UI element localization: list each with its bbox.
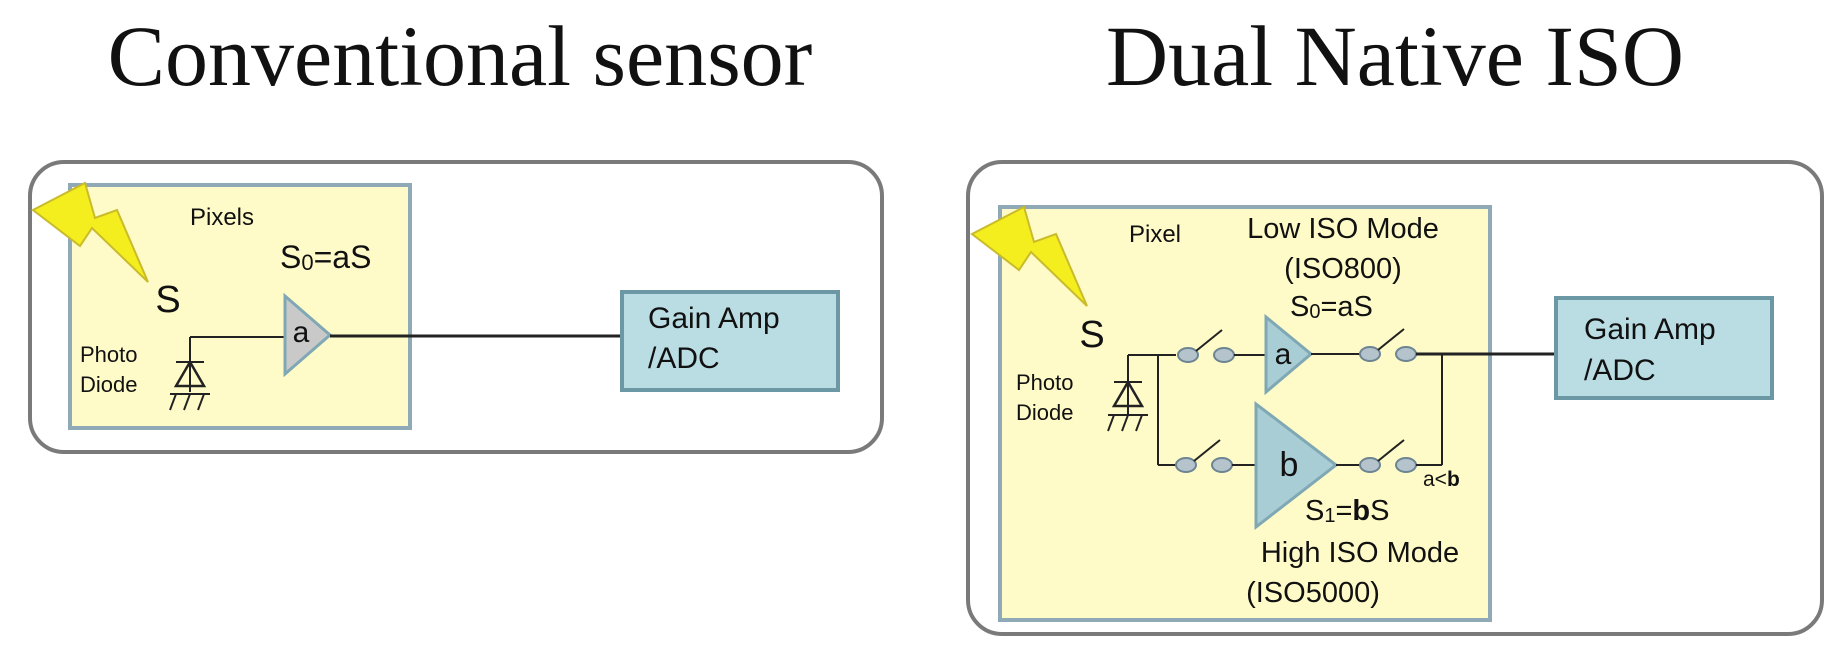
- left-photodiode-icon: [169, 337, 210, 411]
- right-gain-label-2: /ADC: [1584, 354, 1656, 387]
- right-s0-suffix: =aS: [1320, 291, 1372, 323]
- right-compare-b: b: [1447, 468, 1460, 491]
- right-pixel-box: [998, 205, 1492, 622]
- right-gain-amp-box: [1554, 296, 1774, 400]
- left-pixel-box: [68, 183, 412, 430]
- right-compare-label: a<b: [1423, 468, 1460, 491]
- right-gain-label-1: Gain Amp: [1584, 313, 1716, 346]
- right-high-mode-label-2: (ISO5000): [1246, 577, 1380, 609]
- left-s0-suffix: =aS: [314, 239, 372, 275]
- left-s0-sub: 0: [301, 250, 313, 275]
- right-s0-s: S: [1290, 291, 1309, 323]
- right-compare-a: a<: [1423, 468, 1447, 491]
- left-amp-a-label: a: [293, 316, 310, 349]
- right-light-bolt-icon: [970, 205, 1088, 307]
- left-s0-s: S: [280, 239, 301, 275]
- left-photodiode-label-2: Diode: [80, 372, 137, 397]
- right-amp-a-label: a: [1275, 338, 1292, 371]
- right-pixel-label: Pixel: [1129, 221, 1181, 248]
- right-s1-equation: S1=bS: [1305, 495, 1389, 527]
- left-gain-amp-box: [620, 290, 840, 392]
- right-s1-suffix: S: [1370, 495, 1389, 527]
- right-s0-sub: 0: [1309, 301, 1320, 323]
- left-photodiode-label-1: Photo: [80, 342, 138, 367]
- right-title: Dual Native ISO: [1106, 8, 1684, 104]
- right-high-iso-switch-1-icon: [1175, 439, 1233, 473]
- right-amp-b-label: b: [1280, 446, 1299, 484]
- right-s1-sub: 1: [1324, 505, 1335, 527]
- right-photodiode-label-2: Diode: [1016, 400, 1073, 425]
- right-high-iso-switch-2-icon: [1359, 439, 1417, 473]
- left-gain-label-2: /ADC: [648, 342, 720, 375]
- right-s1-s: S: [1305, 495, 1324, 527]
- left-gain-label-1: Gain Amp: [648, 302, 780, 335]
- right-s0-equation: S0=aS: [1290, 291, 1373, 323]
- right-signal-label: S: [1079, 314, 1104, 356]
- left-s0-equation: S0=aS: [280, 239, 371, 275]
- left-pixel-label: Pixels: [190, 204, 254, 231]
- right-photodiode-label-1: Photo: [1016, 370, 1074, 395]
- right-s1-b: b: [1352, 495, 1370, 527]
- left-amp-a-icon: [283, 292, 333, 378]
- right-low-mode-label-2: (ISO800): [1284, 253, 1402, 285]
- right-photodiode-icon: [1107, 355, 1148, 432]
- left-signal-label: S: [155, 279, 180, 321]
- right-low-mode-label-1: Low ISO Mode: [1247, 213, 1439, 245]
- left-light-bolt-icon: [31, 181, 149, 283]
- right-amp-a-icon: [1264, 313, 1314, 396]
- left-title: Conventional sensor: [108, 8, 813, 104]
- right-amp-b-icon: [1254, 400, 1339, 531]
- right-s1-eq: =: [1335, 495, 1352, 527]
- right-high-mode-label-1: High ISO Mode: [1261, 537, 1459, 569]
- right-low-iso-switch-1-icon: [1177, 329, 1235, 363]
